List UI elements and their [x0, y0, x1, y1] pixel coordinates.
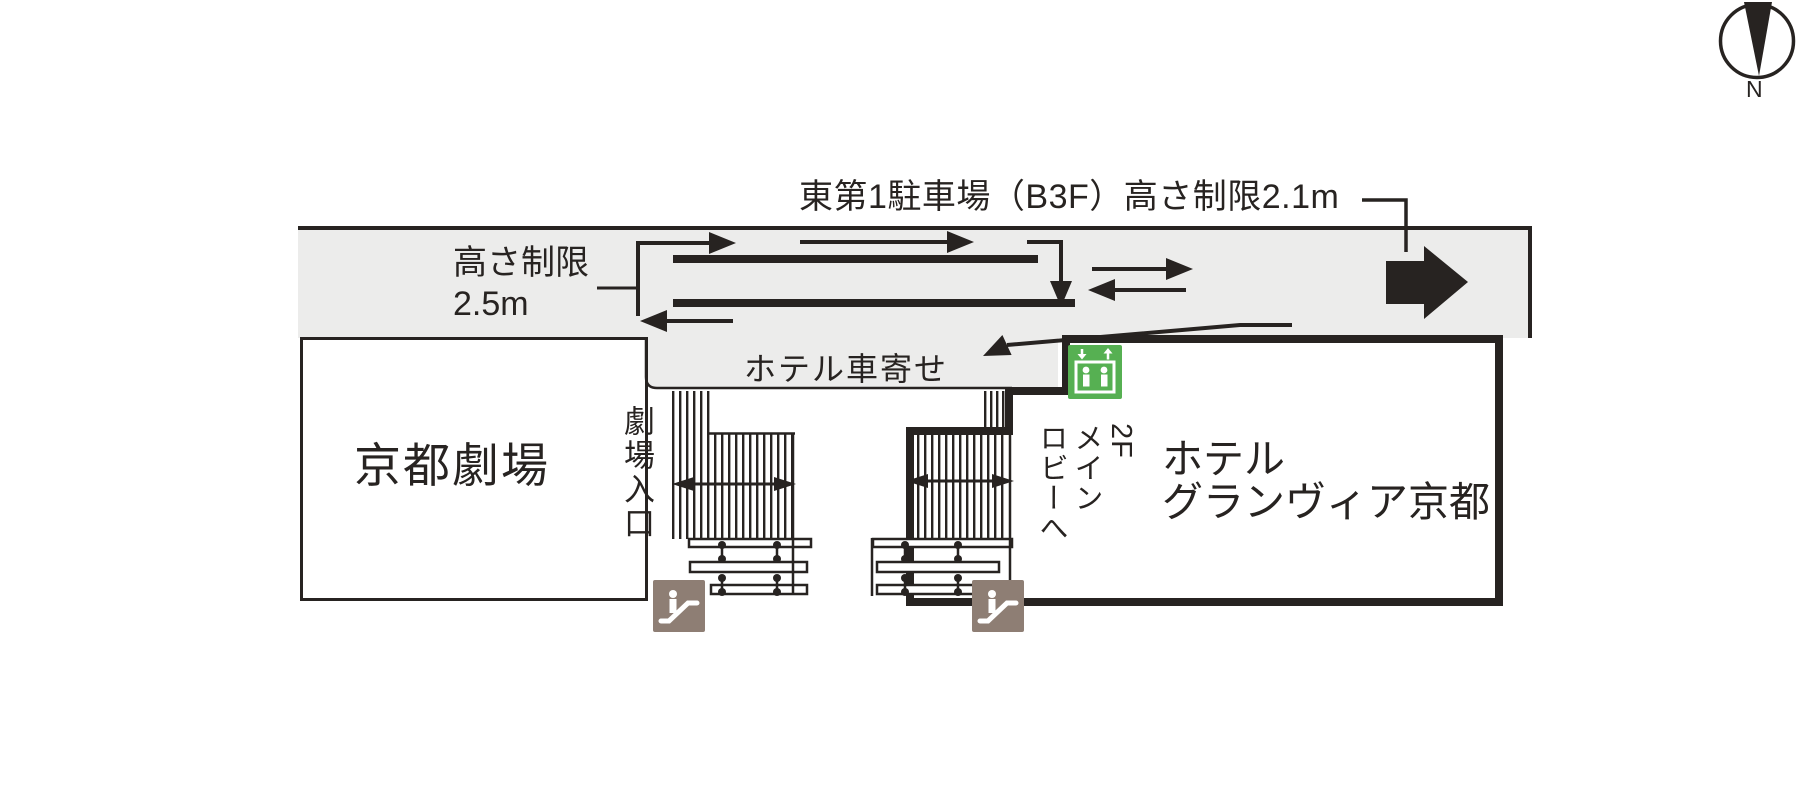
hotel-label: ホテル グランヴィア京都 [1162, 436, 1490, 525]
stair-edge-lines [791, 433, 1012, 597]
north-compass-icon [1718, 2, 1796, 80]
leader-lines [597, 198, 1408, 290]
escalator-icon [653, 580, 705, 632]
parking-entrance-title: 東第1駐車場（B3F）高さ制限2.1m [799, 178, 1340, 216]
theater-building [300, 337, 648, 601]
lane-divider-bars [673, 255, 1075, 307]
compass-north-label: N [1746, 76, 1763, 102]
hotel-driveway-label: ホテル車寄せ [744, 351, 949, 387]
theater-entrance-label: 劇場入口 [619, 405, 654, 541]
lobby-direction-label: 2F メイン ロビーへ [1035, 423, 1137, 543]
road-band [298, 226, 1532, 389]
entrance-arrow-icon [1386, 246, 1468, 319]
theater-label: 京都劇場 [354, 439, 550, 492]
theater-stair-landings [687, 537, 813, 596]
elevator-icon [1068, 345, 1122, 399]
theater-stairs [672, 391, 795, 539]
stair-direction-arrow [672, 474, 1014, 491]
escalator-icon [972, 580, 1024, 632]
hotel-stairs [912, 391, 1008, 539]
hotel-building [906, 335, 1503, 606]
height-limit-label: 高さ制限 2.5m [453, 244, 589, 323]
landing-connectors [718, 541, 962, 596]
hotel-driveway-area [646, 338, 1058, 389]
driveway-outline [644, 338, 1012, 390]
traffic-flow-arrows [636, 231, 1292, 356]
